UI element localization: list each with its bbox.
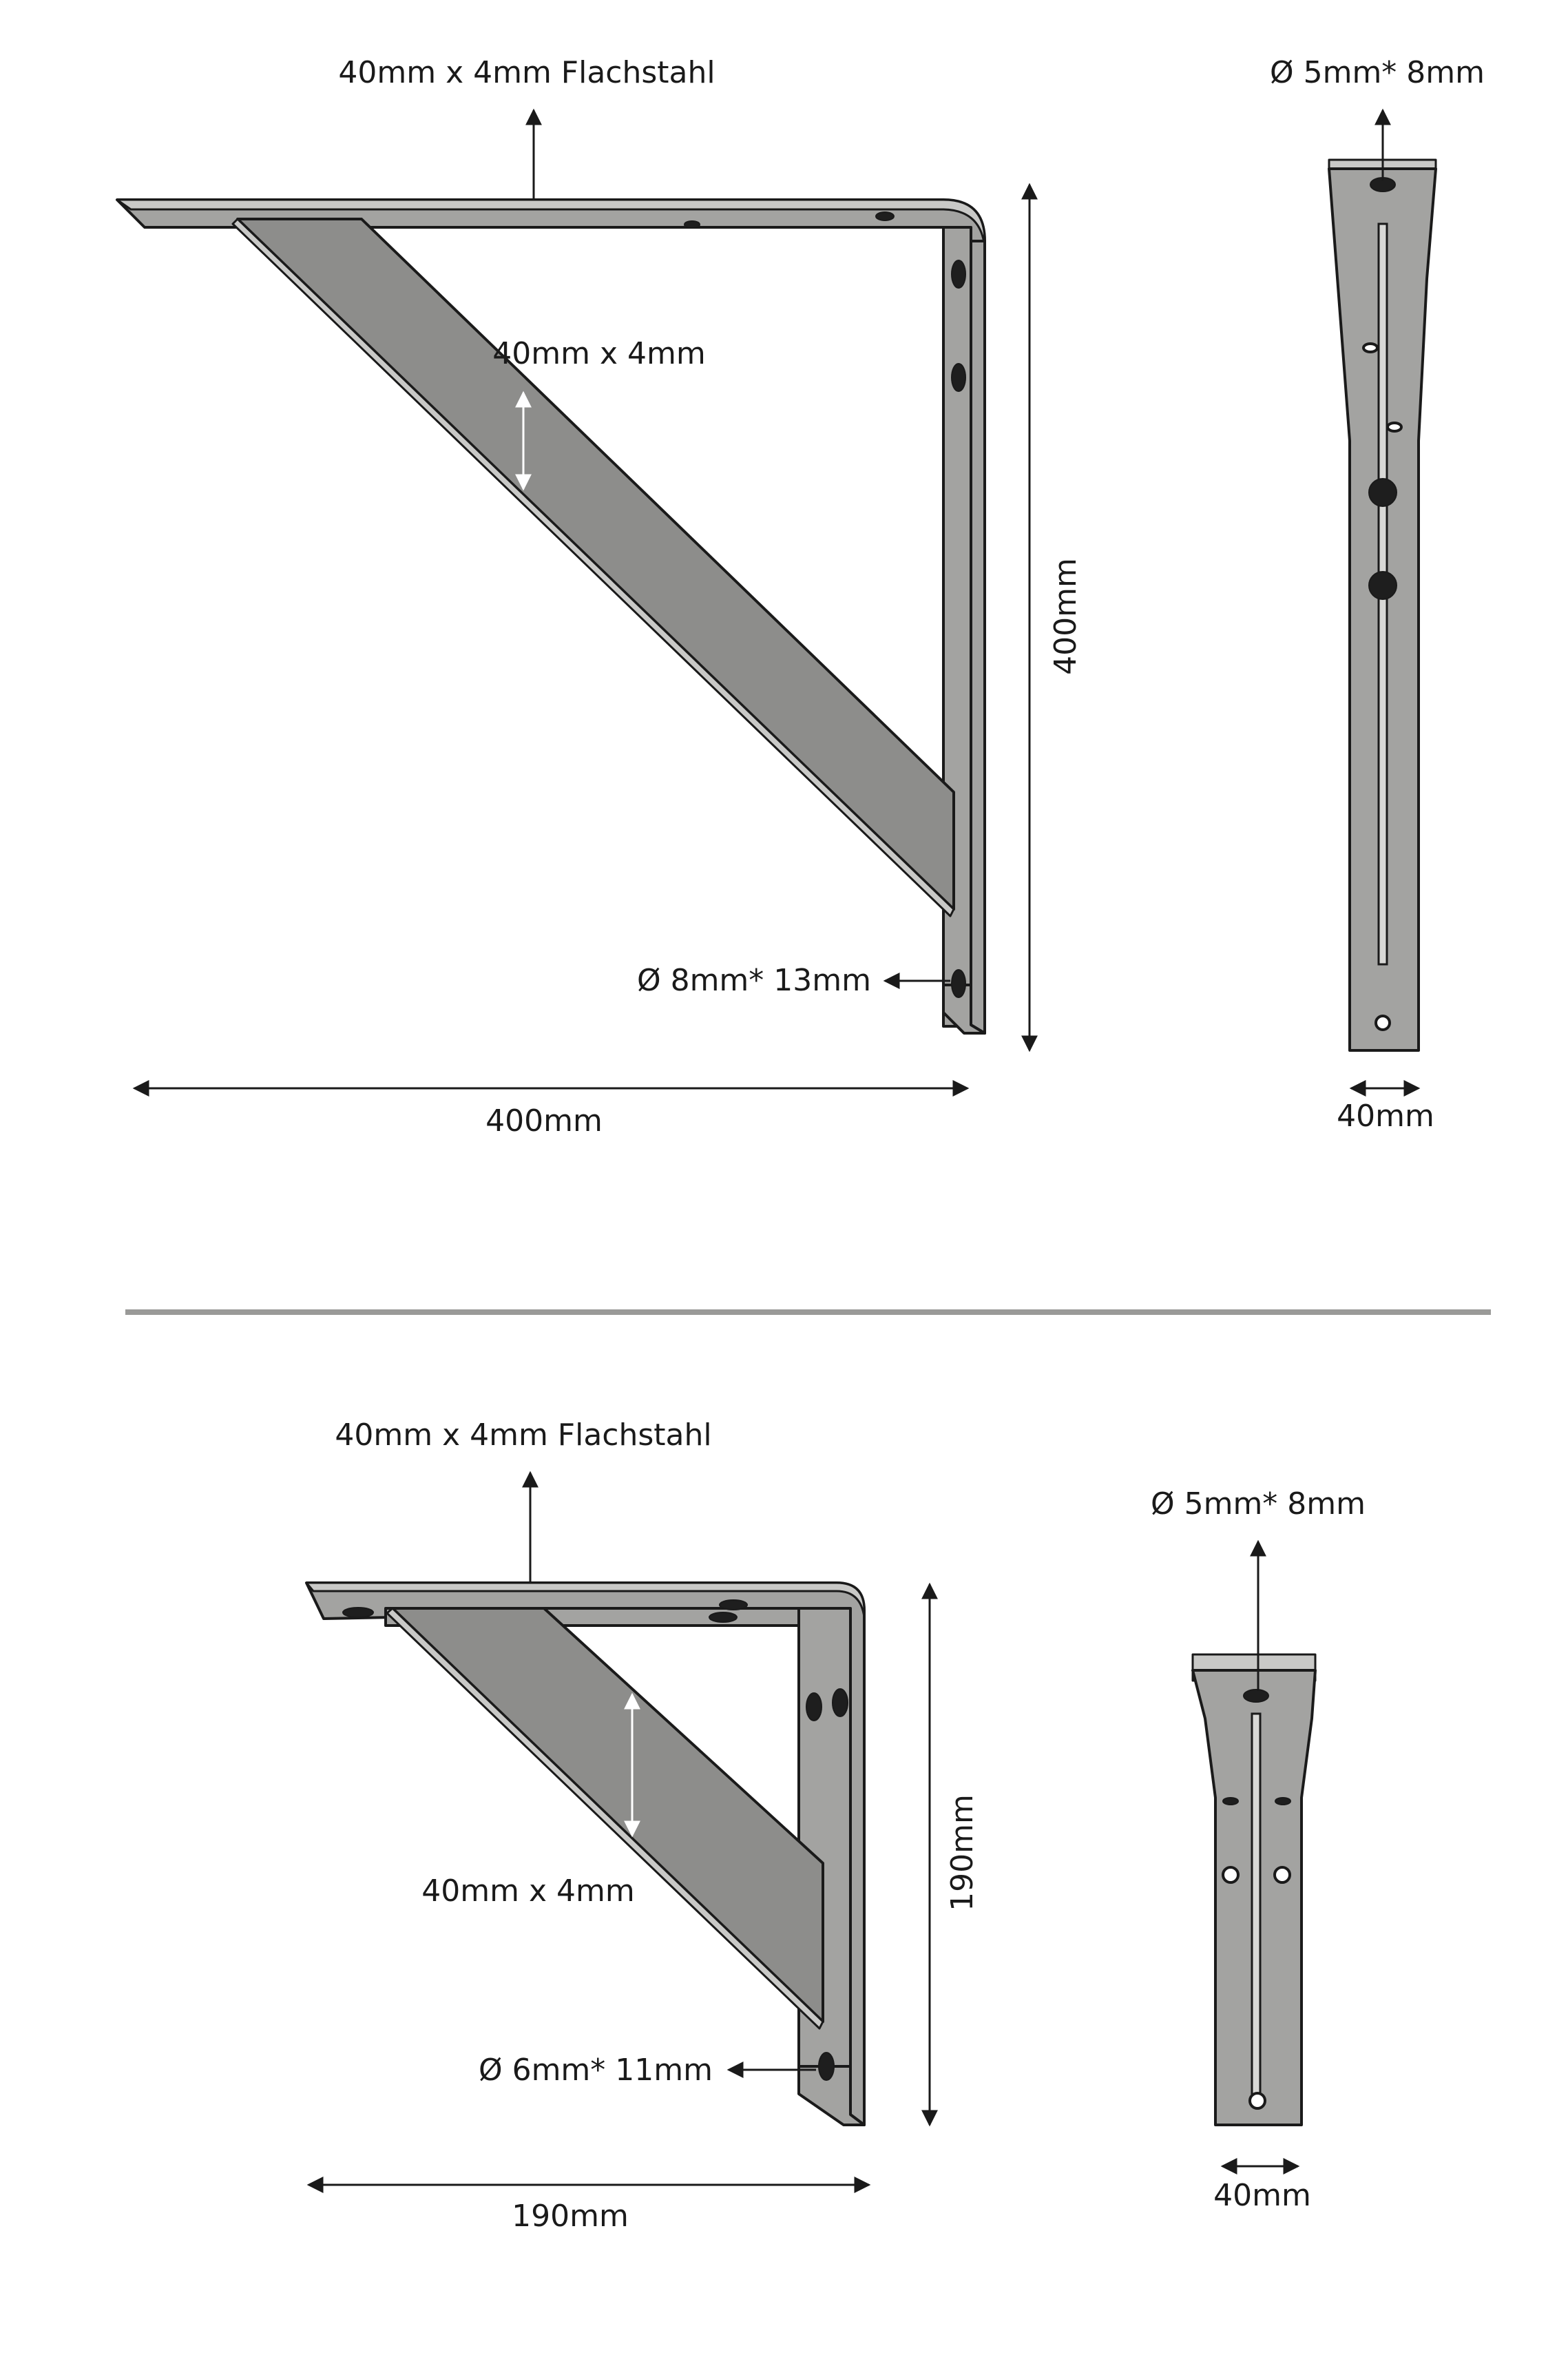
large-bracket-leg-hole-2 [951, 363, 966, 392]
large-bracket-top-bar [116, 198, 986, 1035]
large-side-small-hole-2 [1386, 422, 1403, 433]
small-side-bottom-hole [1248, 2092, 1266, 2110]
small-bracket-side-view [1191, 1653, 1317, 2126]
small-bracket-leg-hole-2 [832, 1688, 848, 1717]
small-width-label: 190mm [512, 2199, 629, 2234]
large-bracket-top-hole-2 [875, 211, 895, 221]
small-hole-label: Ø 6mm* 11mm [479, 2053, 713, 2088]
small-bracket-front-view [305, 1581, 866, 2126]
large-side-hole-1 [1368, 478, 1397, 507]
large-bracket-strut-edge [231, 218, 955, 917]
large-strut-label: 40mm x 4mm [492, 336, 705, 371]
large-side-small-hole-1 [1362, 342, 1379, 353]
large-side-hole-2 [1368, 571, 1397, 600]
small-side-small-hole-2 [1275, 1797, 1291, 1805]
small-bracket-top-hole-2 [719, 1599, 748, 1610]
small-side-slot [1251, 1712, 1262, 2108]
small-bracket-leg-hole-1 [806, 1692, 822, 1721]
large-width-label: 400mm [485, 1103, 603, 1139]
large-bracket-leg-hole-1 [951, 260, 966, 289]
small-bracket-top-hole-1 [342, 1607, 374, 1618]
large-side-hole-label: Ø 5mm* 8mm [1270, 55, 1485, 90]
small-bracket-strut-edge [386, 1607, 824, 2030]
small-side-top-hole [1243, 1689, 1269, 1703]
large-height-label: 400mm [1048, 558, 1083, 675]
large-hole-label: Ø 8mm* 13mm [637, 963, 871, 998]
small-height-label: 190mm [945, 1794, 980, 1911]
small-bracket-leg-hole-3 [818, 2052, 835, 2081]
large-bracket-leg-bottom [942, 984, 986, 1035]
large-side-width-label: 40mm [1337, 1099, 1434, 1134]
large-bracket-side-view [1328, 158, 1437, 1052]
large-side-bottom-hole [1374, 1015, 1391, 1031]
small-side-hole-2 [1273, 1866, 1291, 1884]
small-bracket-top-edge [305, 1581, 866, 1619]
small-bracket-top-hole-3 [709, 1612, 738, 1623]
small-bracket-leg-bottom [797, 2065, 866, 2126]
small-side-small-hole-1 [1222, 1797, 1239, 1805]
small-strut-label: 40mm x 4mm [421, 1873, 634, 1909]
large-top-label: 40mm x 4mm Flachstahl [338, 55, 715, 90]
small-side-hole-label: Ø 5mm* 8mm [1151, 1486, 1366, 1522]
large-bracket-top-hole-1 [684, 220, 700, 229]
large-bracket-leg-hole-3 [951, 969, 966, 998]
small-top-label: 40mm x 4mm Flachstahl [335, 1418, 711, 1453]
small-side-hole-1 [1222, 1866, 1240, 1884]
large-bracket-front-view [116, 198, 986, 1035]
small-side-width-label: 40mm [1213, 2178, 1311, 2213]
